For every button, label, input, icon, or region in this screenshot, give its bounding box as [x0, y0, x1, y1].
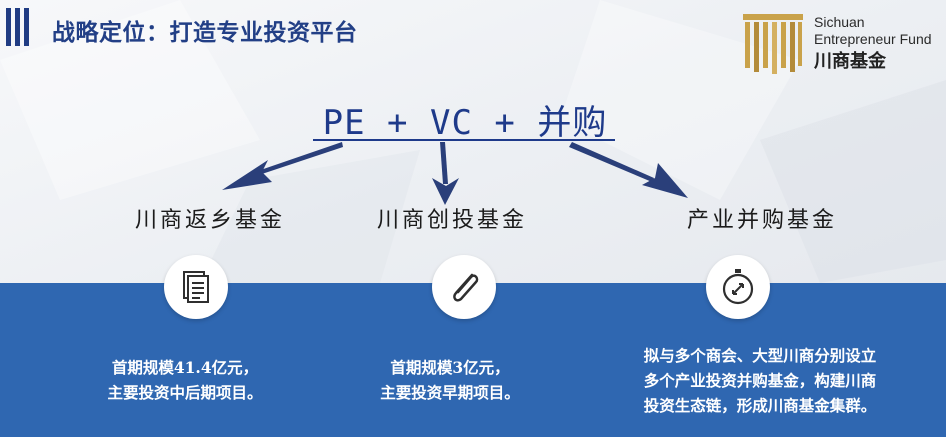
- logo-mark-icon: [743, 14, 803, 74]
- fund-desc-return: 首期规模41.4亿元， 主要投资中后期项目。: [60, 355, 310, 405]
- branch-arrows: [222, 142, 688, 205]
- fund-desc-venture: 首期规模3亿元， 主要投资早期项目。: [335, 355, 565, 405]
- fund-desc-line: 主要投资早期项目。: [380, 383, 520, 402]
- fund-icon-circle-merger: [706, 255, 770, 319]
- page-title: 战略定位：打造专业投资平台: [52, 20, 358, 46]
- fund-name-merger: 产业并购基金: [686, 208, 837, 233]
- fund-desc-line: 拟与多个商会、大型川商分别设立: [643, 346, 877, 365]
- stopwatch-icon: [722, 269, 754, 305]
- fund-desc-line: 主要投资中后期项目。: [107, 383, 263, 402]
- arrow-center: [432, 142, 459, 205]
- arrow-right: [569, 142, 688, 198]
- fund-name-venture: 川商创投基金: [376, 208, 527, 233]
- fund-name-return: 川商返乡基金: [134, 208, 285, 233]
- formula-underline: [313, 139, 615, 141]
- logo-name-en-line1: Sichuan: [814, 14, 865, 30]
- logo-name-en-line2: Entrepreneur Fund: [814, 31, 932, 47]
- background-upper: [0, 0, 946, 283]
- logo-name-cn: 川商基金: [814, 51, 886, 71]
- fund-desc-line: 投资生态链，形成川商基金集群。: [643, 396, 877, 415]
- logo-text: Sichuan Entrepreneur Fund 川商基金: [814, 14, 932, 73]
- paperclip-icon: [453, 273, 479, 302]
- fund-icon-circle-return: [164, 255, 228, 319]
- fund-icon-circle-venture: [432, 255, 496, 319]
- fund-desc-line: 首期规模41.4亿元，: [111, 358, 259, 377]
- fund-desc-line: 多个产业投资并购基金，构建川商: [643, 371, 877, 390]
- arrow-left: [222, 142, 343, 190]
- fund-desc-line: 首期规模3亿元，: [390, 358, 510, 377]
- formula-heading: PE + VC + 并购: [322, 103, 608, 143]
- document-icon: [183, 271, 209, 303]
- fund-desc-merger: 拟与多个商会、大型川商分别设立 多个产业投资并购基金，构建川商 投资生态链，形成…: [600, 343, 920, 418]
